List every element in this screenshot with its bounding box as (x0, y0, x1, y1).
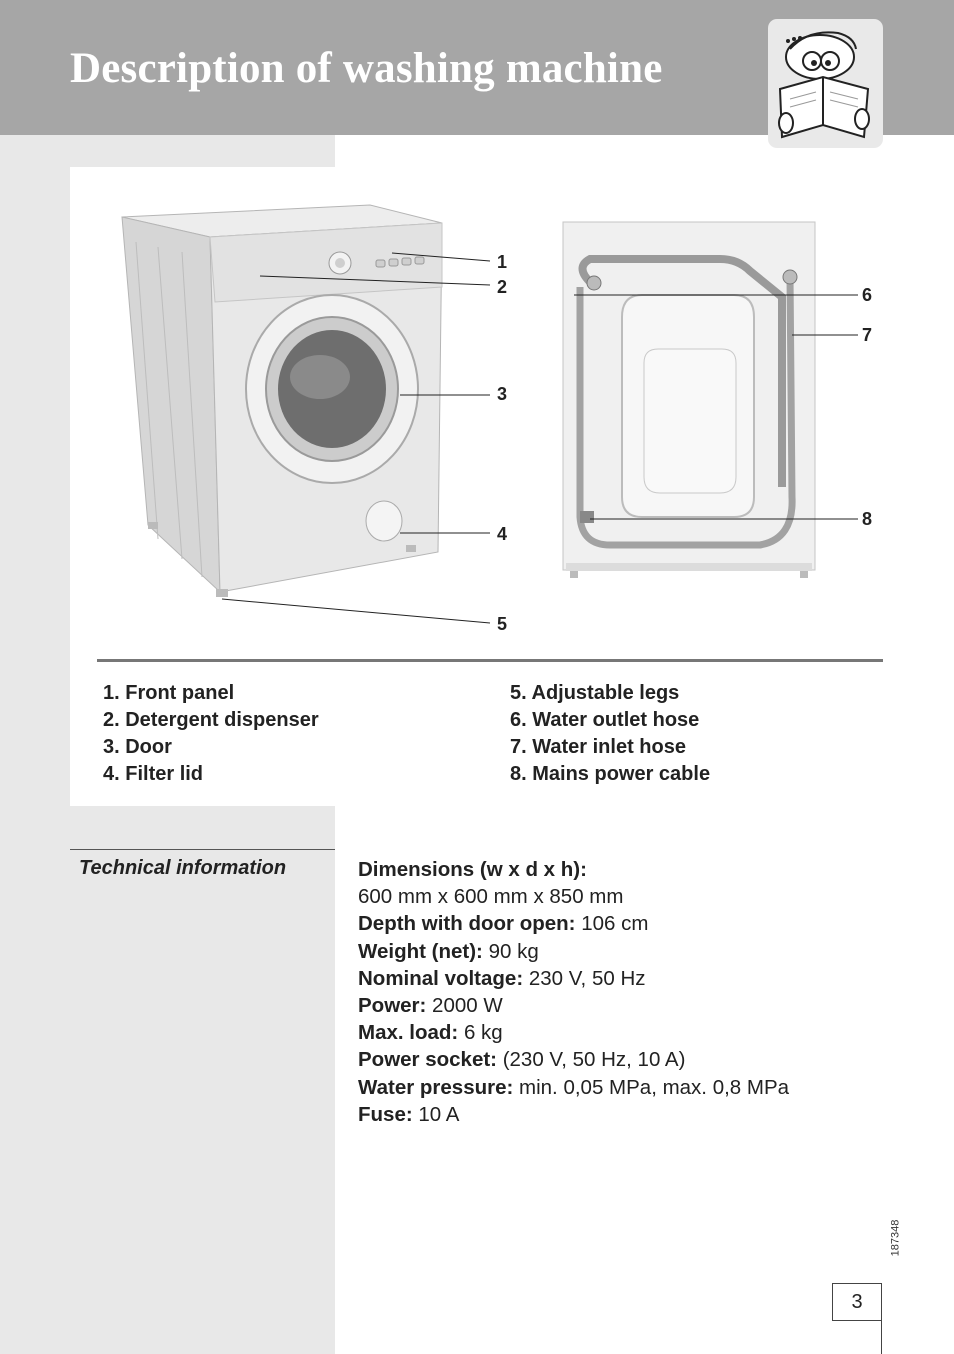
legend-divider (97, 659, 883, 662)
spec-water-pressure: Water pressure: min. 0,05 MPa, max. 0,8 … (358, 1075, 790, 1099)
reading-man-illustration (768, 19, 883, 148)
legend-left: 1. Front panel 2. Detergent dispenser 3.… (103, 680, 319, 788)
callout-number: 6 (862, 285, 872, 305)
spec-power-socket: Power socket: (230 V, 50 Hz, 10 A) (358, 1048, 686, 1072)
spec-weight: Weight (net): 90 kg (358, 939, 539, 963)
front-view-illustration (121, 204, 443, 597)
callout-number: 8 (862, 509, 872, 529)
spec-power: Power: 2000 W (358, 994, 503, 1018)
machine-figure-panel: 1 2 3 4 5 6 7 8 (70, 167, 954, 806)
spec-dimensions-value: 600 mm x 600 mm x 850 mm (358, 885, 624, 909)
technical-heading-rule (70, 849, 335, 850)
spec-dimensions: Dimensions (w x d x h): (358, 858, 587, 881)
legend-item: 7. Water inlet hose (510, 736, 686, 758)
callout-number: 1 (497, 252, 507, 272)
page-title: Description of washing machine (70, 45, 663, 92)
callout-number: 5 (497, 614, 507, 634)
page-number-tick (881, 1321, 882, 1354)
legend-item: 1. Front panel (103, 682, 235, 704)
legend-item: 6. Water outlet hose (510, 709, 700, 731)
callout-lines-front (221, 252, 491, 624)
document-code-text: 187348 (889, 1219, 902, 1257)
legend-item: 8. Mains power cable (510, 763, 711, 785)
callout-number: 4 (497, 524, 507, 544)
legend-right: 5. Adjustable legs 6. Water outlet hose … (510, 680, 710, 788)
legend-item: 2. Detergent dispenser (103, 709, 319, 731)
legend-item: 5. Adjustable legs (510, 682, 680, 704)
back-view-illustration (562, 221, 816, 578)
spec-max-load: Max. load: 6 kg (358, 1021, 503, 1045)
spec-nominal-voltage: Nominal voltage: 230 V, 50 Hz (358, 966, 646, 990)
spec-fuse: Fuse: 10 A (358, 1102, 460, 1126)
spec-depth-door-open: Depth with door open: 106 cm (358, 912, 649, 936)
legend-item: 4. Filter lid (103, 763, 204, 785)
technical-heading: Technical information (79, 857, 287, 879)
callout-number: 7 (862, 325, 872, 345)
legend-item: 3. Door (103, 736, 172, 758)
document-code: 187348 (887, 1220, 907, 1260)
page-number: 3 (832, 1283, 882, 1321)
callout-number: 3 (497, 384, 507, 404)
callout-lines-back (574, 294, 858, 520)
technical-specs: Dimensions (w x d x h): 600 mm x 600 mm … (358, 856, 789, 1128)
callout-number: 2 (497, 277, 507, 297)
